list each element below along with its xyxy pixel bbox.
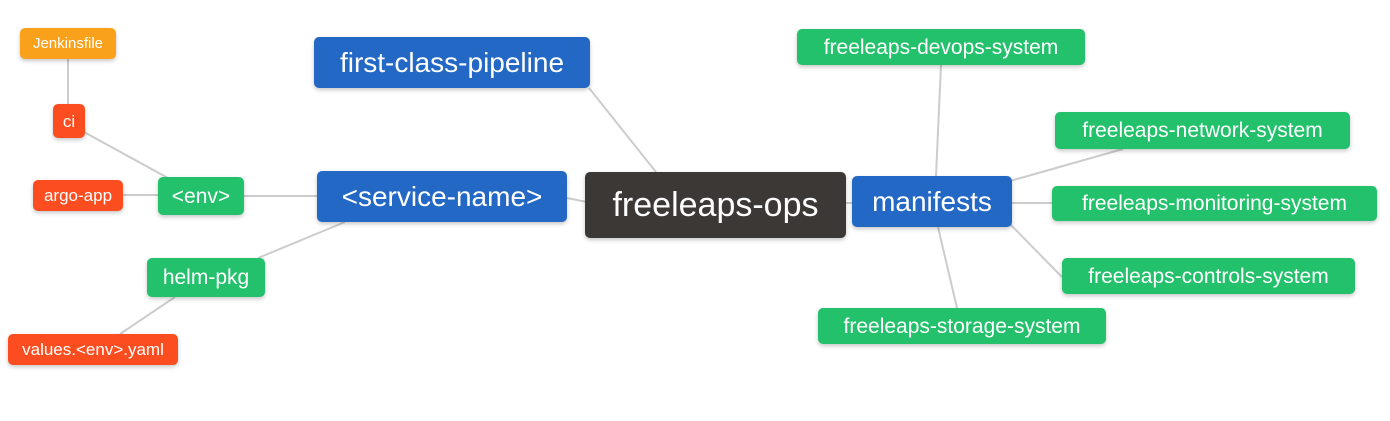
node-env[interactable]: <env> [158,177,244,215]
node-freeleaps-ops[interactable]: freeleaps-ops [585,172,846,238]
node-freeleaps-devops-system[interactable]: freeleaps-devops-system [797,29,1085,65]
node-service-name[interactable]: <service-name> [317,171,567,222]
node-freeleaps-network-system[interactable]: freeleaps-network-system [1055,112,1350,149]
node-first-class-pipeline[interactable]: first-class-pipeline [314,37,590,88]
node-helm-pkg[interactable]: helm-pkg [147,258,265,297]
node-manifests[interactable]: manifests [852,176,1012,227]
node-freeleaps-controls-system[interactable]: freeleaps-controls-system [1062,258,1355,294]
node-freeleaps-storage-system[interactable]: freeleaps-storage-system [818,308,1106,344]
node-values-env-yaml[interactable]: values.<env>.yaml [8,334,178,365]
node-freeleaps-monitoring-system[interactable]: freeleaps-monitoring-system [1052,186,1377,221]
node-jenkinsfile[interactable]: Jenkinsfile [20,28,116,59]
node-argo-app[interactable]: argo-app [33,180,123,211]
node-ci[interactable]: ci [53,104,85,138]
